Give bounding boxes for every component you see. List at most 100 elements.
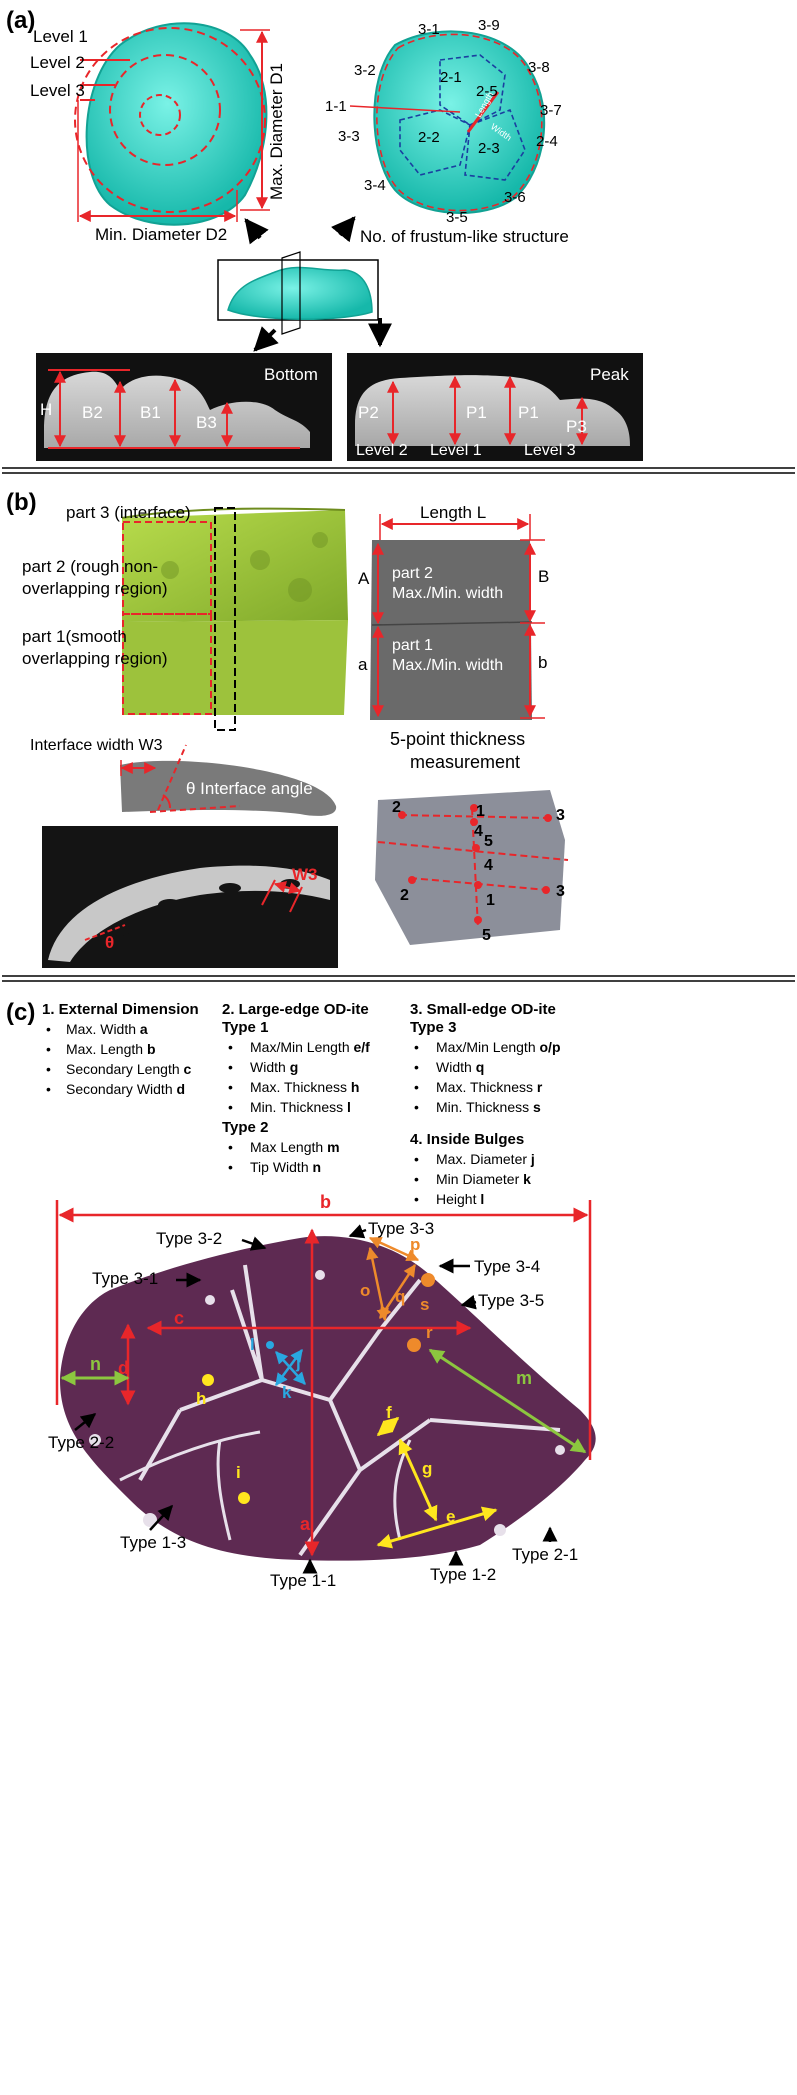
gray-part2-line1: part 2 (392, 565, 433, 582)
point-i (238, 1492, 250, 1504)
type-3-3-label: Type 3-3 (368, 1219, 434, 1238)
letter-n: n (90, 1354, 101, 1374)
col3-title: 3. Small-edge OD-ite (410, 1001, 556, 1018)
interface-box (214, 507, 236, 731)
cs-level-3-label: Level 3 (524, 442, 576, 459)
col2-item-1: Max/Min Length e/f (250, 1039, 370, 1055)
type-3-2-arrow (241, 1236, 267, 1251)
legend-col-2: 2. Large-edge OD-ite Type 1 • Max/Min Le… (222, 1001, 370, 1175)
a-lower-label: a (358, 655, 368, 674)
pt-1-bottom: 1 (486, 892, 495, 909)
col1-item-1: Max. Width a (66, 1021, 148, 1037)
pt-2-bottom: 2 (400, 887, 409, 904)
col3-item-2: Width q (436, 1059, 484, 1075)
region-2-2: 2-2 (418, 129, 440, 146)
letter-k: k (282, 1383, 292, 1402)
pt-4-bottom: 4 (484, 857, 493, 874)
col2-bullet: • (228, 1139, 233, 1155)
col1-item-4: Secondary Width d (66, 1081, 185, 1097)
arrow-to-top-view (244, 218, 269, 245)
letter-g: g (422, 1459, 432, 1478)
col2-bullet: • (228, 1079, 233, 1095)
peak-label: Peak (590, 365, 629, 384)
col1-item-3: Secondary Length c (66, 1061, 192, 1077)
col2-item-5: Max Length m (250, 1139, 340, 1155)
col4-title: 4. Inside Bulges (410, 1131, 524, 1148)
h-label: H (40, 400, 52, 419)
letter-p: p (410, 1235, 420, 1254)
p2-label: P2 (358, 403, 379, 422)
thickness-title-line2: measurement (410, 752, 520, 772)
w3-label: W3 (292, 865, 318, 884)
gray-part1-line2: Max./Min. width (392, 657, 503, 674)
letter-e: e (446, 1507, 455, 1526)
letter-h: h (196, 1389, 206, 1408)
col2-title: 2. Large-edge OD-ite (222, 1001, 369, 1018)
bottom-label: Bottom (264, 365, 318, 384)
col3-item-1: Max/Min Length o/p (436, 1039, 561, 1055)
col2-bullet: • (228, 1159, 233, 1175)
legend-col-1: 1. External Dimension • Max. Width a • M… (42, 1001, 199, 1097)
cs-level-1-label: Level 1 (430, 442, 482, 459)
region-1-1: 1-1 (325, 98, 347, 115)
col2-bullet: • (228, 1099, 233, 1115)
thickness-title-line1: 5-point thickness (390, 729, 525, 749)
interface-ct-slice (42, 826, 338, 968)
col1-bullet: • (46, 1081, 51, 1097)
arrow-to-bottom-slice (253, 326, 279, 352)
point-r (407, 1338, 421, 1352)
p1-second-label: P1 (518, 403, 539, 422)
col3-bullet: • (414, 1059, 419, 1075)
point-h (202, 1374, 214, 1386)
col1-bullet: • (46, 1021, 51, 1037)
pt-1-top: 1 (476, 803, 485, 820)
max-diameter-label: Max. Diameter D1 (267, 63, 286, 200)
region-2-5: 2-5 (476, 83, 498, 100)
col2-item-4: Min. Thickness l (250, 1099, 351, 1115)
region-2-1: 2-1 (440, 69, 462, 86)
col1-bullet: • (46, 1061, 51, 1077)
level-1-label: Level 1 (33, 27, 88, 46)
part3-label: part 3 (interface) (66, 503, 191, 522)
part2-label-line2: overlapping region) (22, 579, 168, 598)
col2-item-6: Tip Width n (250, 1159, 321, 1175)
type-1-3-label: Type 1-3 (120, 1533, 186, 1552)
col3-bullet: • (414, 1039, 419, 1055)
letter-q: q (395, 1287, 405, 1306)
col4-bullet: • (414, 1171, 419, 1187)
diameter-k (275, 1351, 306, 1385)
divider-bc (2, 975, 795, 982)
type-3-2-label: Type 3-2 (156, 1229, 222, 1248)
letter-m: m (516, 1368, 532, 1388)
gray-sample (370, 540, 533, 720)
letter-r: r (426, 1323, 433, 1342)
panel-c-tag: (c) (6, 999, 35, 1026)
a-upper-label: A (358, 569, 370, 588)
p1-label: P1 (466, 403, 487, 422)
col4-item-1: Max. Diameter j (436, 1151, 535, 1167)
pt-2-top: 2 (392, 799, 401, 816)
letter-s: s (420, 1295, 429, 1314)
b1-label: B1 (140, 403, 161, 422)
region-3-5: 3-5 (446, 209, 468, 226)
level-3-label: Level 3 (30, 81, 85, 100)
min-length-f (376, 1416, 400, 1437)
region-2-3: 2-3 (478, 140, 500, 157)
col4-bullet: • (414, 1151, 419, 1167)
divider-ab (2, 467, 795, 474)
interface-sample (120, 760, 337, 816)
level-2-label: Level 2 (30, 53, 85, 72)
type-3-3-arrow (348, 1224, 367, 1239)
letter-c: c (174, 1308, 184, 1328)
type-3-1-label: Type 3-1 (92, 1269, 158, 1288)
theta-label: θ (105, 933, 114, 952)
length-l-label: Length L (420, 503, 486, 522)
region-3-3: 3-3 (338, 128, 360, 145)
type-1-2-label: Type 1-2 (430, 1565, 496, 1584)
letter-o: o (360, 1281, 370, 1300)
b3-label: B3 (196, 413, 217, 432)
letter-a: a (300, 1514, 311, 1534)
gray-part2-line2: Max./Min. width (392, 585, 503, 602)
col3-item-3: Max. Thickness r (436, 1079, 543, 1095)
region-3-1: 3-1 (418, 21, 440, 38)
